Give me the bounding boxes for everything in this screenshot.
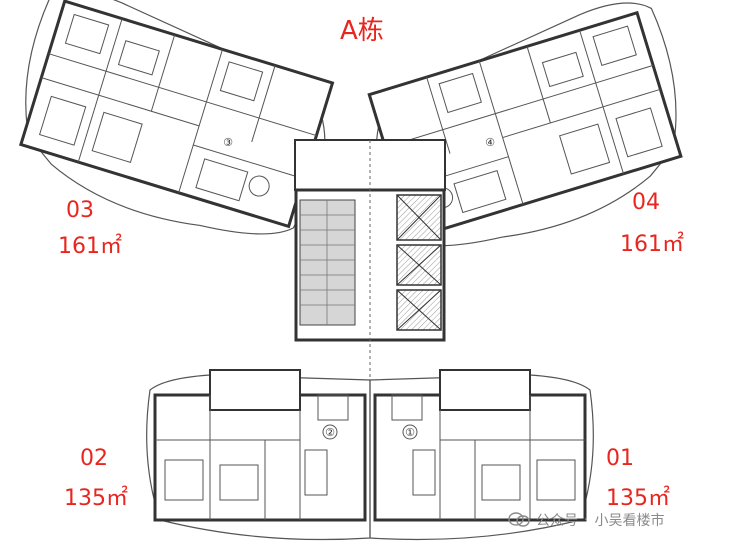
unit-marker-02: ② <box>325 426 335 439</box>
watermark-separator: · <box>584 512 589 528</box>
unit-04-number: 04 <box>632 190 660 215</box>
watermark-name: 小吴看楼市 <box>594 513 665 529</box>
wing-unit-02: ② <box>146 369 371 541</box>
wing-unit-01: ① <box>369 369 594 541</box>
unit-03-number: 03 <box>66 198 94 223</box>
unit-marker-03: ③ <box>223 136 233 149</box>
unit-01-number: 01 <box>606 446 634 471</box>
building-title: A栋 <box>340 16 384 46</box>
wing-unit-03 <box>18 0 335 235</box>
unit-marker-04: ④ <box>485 136 495 149</box>
unit-03-area: 161㎡ <box>58 234 122 259</box>
watermark-prefix: 公众号 <box>536 513 578 529</box>
central-core <box>294 139 446 535</box>
unit-marker-01: ① <box>405 426 415 439</box>
unit-02-number: 02 <box>80 446 108 471</box>
watermark: 公众号 · 小吴看楼市 <box>508 510 664 530</box>
unit-04-area: 161㎡ <box>620 232 684 257</box>
unit-02-area: 135㎡ <box>64 486 128 511</box>
wechat-icon <box>508 512 530 527</box>
unit-01-area: 135㎡ <box>606 486 670 511</box>
